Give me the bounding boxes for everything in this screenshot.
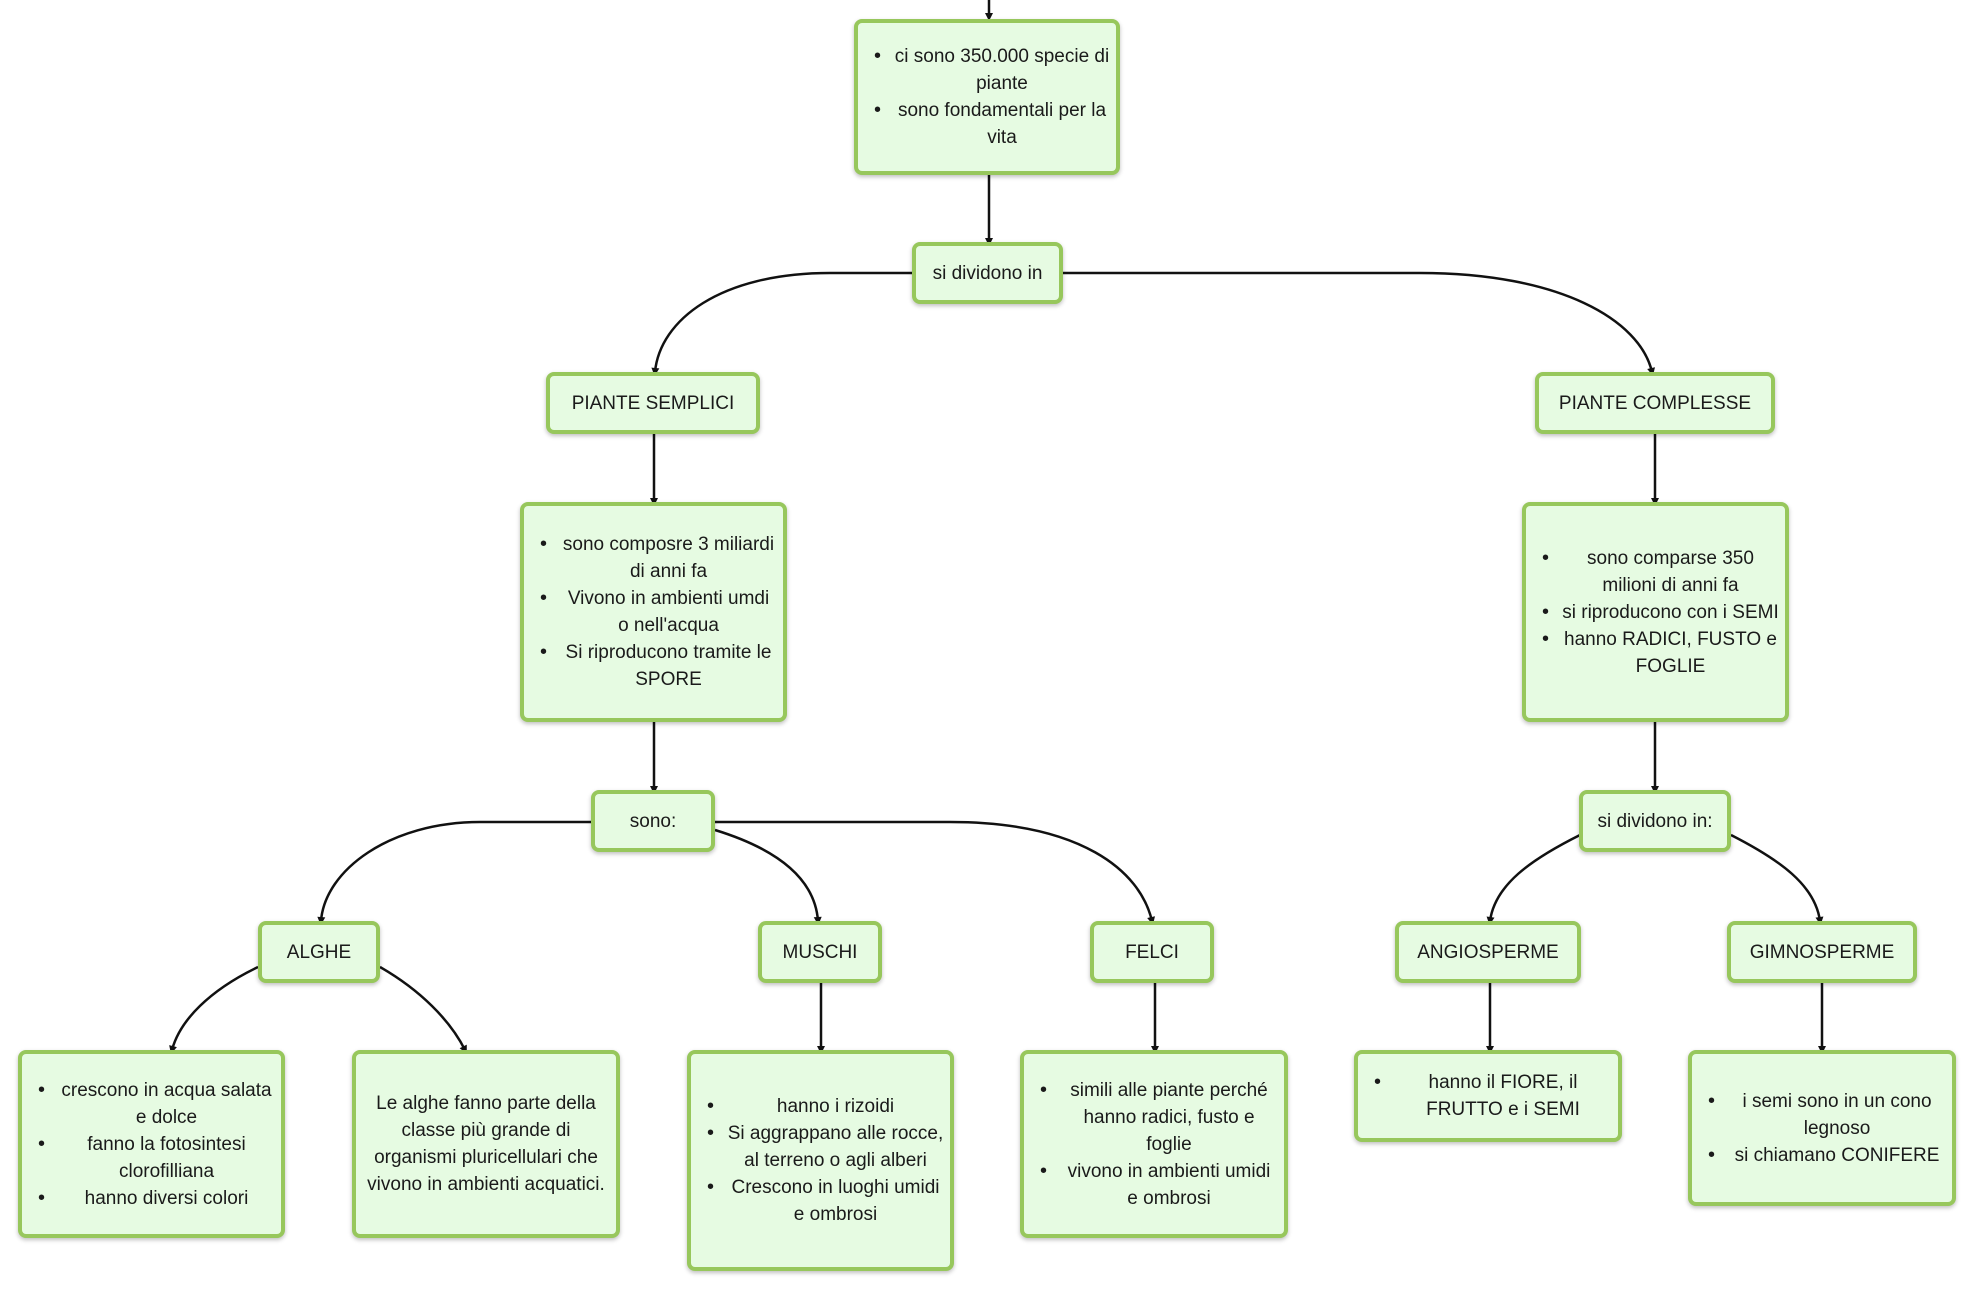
- alghe-node: ALGHE: [258, 921, 380, 983]
- muschi-node: MUSCHI: [758, 921, 882, 983]
- complex-info-item: si riproducono con i SEMI: [1532, 599, 1779, 626]
- connector-split-to-angio: [1486, 833, 1581, 925]
- simple-plants-label: PIANTE SEMPLICI: [571, 392, 735, 414]
- angiosperme-info-list: hanno il FIORE, il FRUTTO e i SEMI: [1364, 1069, 1612, 1123]
- muschi-info-box: hanno i rizoidi Si aggrappano alle rocce…: [687, 1050, 954, 1271]
- simple-info-list: sono composre 3 miliardi di anni fa Vivo…: [530, 531, 777, 693]
- complex-plants-label: PIANTE COMPLESSE: [1558, 392, 1752, 414]
- simple-info-box: sono composre 3 miliardi di anni fa Vivo…: [520, 502, 787, 722]
- connector-split-to-simple: [651, 271, 916, 376]
- gimnosperme-info-item: i semi sono in un cono legnoso: [1698, 1088, 1946, 1142]
- connector-sono-to-felci: [715, 820, 1155, 925]
- angiosperme-info-item: hanno il FIORE, il FRUTTO e i SEMI: [1364, 1069, 1612, 1123]
- muschi-info-item: hanno i rizoidi: [697, 1093, 944, 1120]
- intro-box: ci sono 350.000 specie di piante sono fo…: [854, 19, 1120, 175]
- felci-info-item: vivono in ambienti umidi e ombrosi: [1030, 1158, 1278, 1212]
- connector-split-to-gimno: [1730, 833, 1824, 925]
- simple-plants-node: PIANTE SEMPLICI: [546, 372, 760, 434]
- sono-node: sono:: [591, 790, 715, 852]
- complex-info-box: sono comparse 350 milioni di anni fa si …: [1522, 502, 1789, 722]
- muschi-label: MUSCHI: [782, 941, 858, 963]
- alghe-label: ALGHE: [286, 941, 352, 963]
- alghe-note-text: Le alghe fanno parte della classe più gr…: [367, 1093, 605, 1195]
- muschi-info-list: hanno i rizoidi Si aggrappano alle rocce…: [697, 1093, 944, 1228]
- split-complex-node: si dividono in:: [1579, 790, 1731, 852]
- angiosperme-node: ANGIOSPERME: [1395, 921, 1581, 983]
- simple-info-item: Si riproducono tramite le SPORE: [530, 639, 777, 693]
- angiosperme-info-box: hanno il FIORE, il FRUTTO e i SEMI: [1354, 1050, 1622, 1142]
- muschi-info-item: Si aggrappano alle rocce, al terreno o a…: [697, 1120, 944, 1174]
- simple-info-item: sono composre 3 miliardi di anni fa: [530, 531, 777, 585]
- sono-label: sono:: [629, 810, 677, 832]
- split-main-node: si dividono in: [912, 242, 1063, 304]
- felci-label: FELCI: [1125, 941, 1179, 963]
- complex-info-list: sono comparse 350 milioni di anni fa si …: [1532, 545, 1779, 680]
- connector-alghe-to-note: [379, 965, 467, 1054]
- felci-info-item: simili alle piante perché hanno radici, …: [1030, 1077, 1278, 1158]
- alghe-info-item: crescono in acqua salata e dolce: [28, 1077, 275, 1131]
- connector-sono-to-alghe: [317, 820, 591, 925]
- gimnosperme-info-item: si chiamano CONIFERE: [1698, 1142, 1946, 1169]
- alghe-info-list: crescono in acqua salata e dolce fanno l…: [28, 1077, 275, 1212]
- muschi-info-item: Crescono in luoghi umidi e ombrosi: [697, 1174, 944, 1228]
- connector-sono-to-muschi: [714, 828, 822, 925]
- connector-split-to-complex: [1063, 271, 1655, 376]
- alghe-info-box: crescono in acqua salata e dolce fanno l…: [18, 1050, 285, 1238]
- gimnosperme-node: GIMNOSPERME: [1727, 921, 1917, 983]
- intro-item: ci sono 350.000 specie di piante: [864, 43, 1110, 97]
- felci-info-list: simili alle piante perché hanno radici, …: [1030, 1077, 1278, 1212]
- felci-info-box: simili alle piante perché hanno radici, …: [1020, 1050, 1288, 1238]
- intro-item: sono fondamentali per la vita: [864, 97, 1110, 151]
- intro-list: ci sono 350.000 specie di piante sono fo…: [864, 43, 1110, 151]
- complex-plants-node: PIANTE COMPLESSE: [1535, 372, 1775, 434]
- complex-info-item: sono comparse 350 milioni di anni fa: [1532, 545, 1779, 599]
- gimnosperme-label: GIMNOSPERME: [1749, 941, 1895, 963]
- alghe-note-box: Le alghe fanno parte della classe più gr…: [352, 1050, 620, 1238]
- gimnosperme-info-list: i semi sono in un cono legnoso si chiama…: [1698, 1088, 1946, 1169]
- alghe-info-item: fanno la fotosintesi clorofilliana: [28, 1131, 275, 1185]
- gimnosperme-info-box: i semi sono in un cono legnoso si chiama…: [1688, 1050, 1956, 1206]
- split-complex-label: si dividono in:: [1597, 810, 1713, 832]
- angiosperme-label: ANGIOSPERME: [1417, 941, 1559, 963]
- felci-node: FELCI: [1090, 921, 1214, 983]
- split-main-label: si dividono in: [932, 262, 1043, 284]
- simple-info-item: Vivono in ambienti umdi o nell'acqua: [530, 585, 777, 639]
- complex-info-item: hanno RADICI, FUSTO e FOGLIE: [1532, 626, 1779, 680]
- connector-alghe-to-info: [169, 965, 259, 1054]
- alghe-info-item: hanno diversi colori: [28, 1185, 275, 1212]
